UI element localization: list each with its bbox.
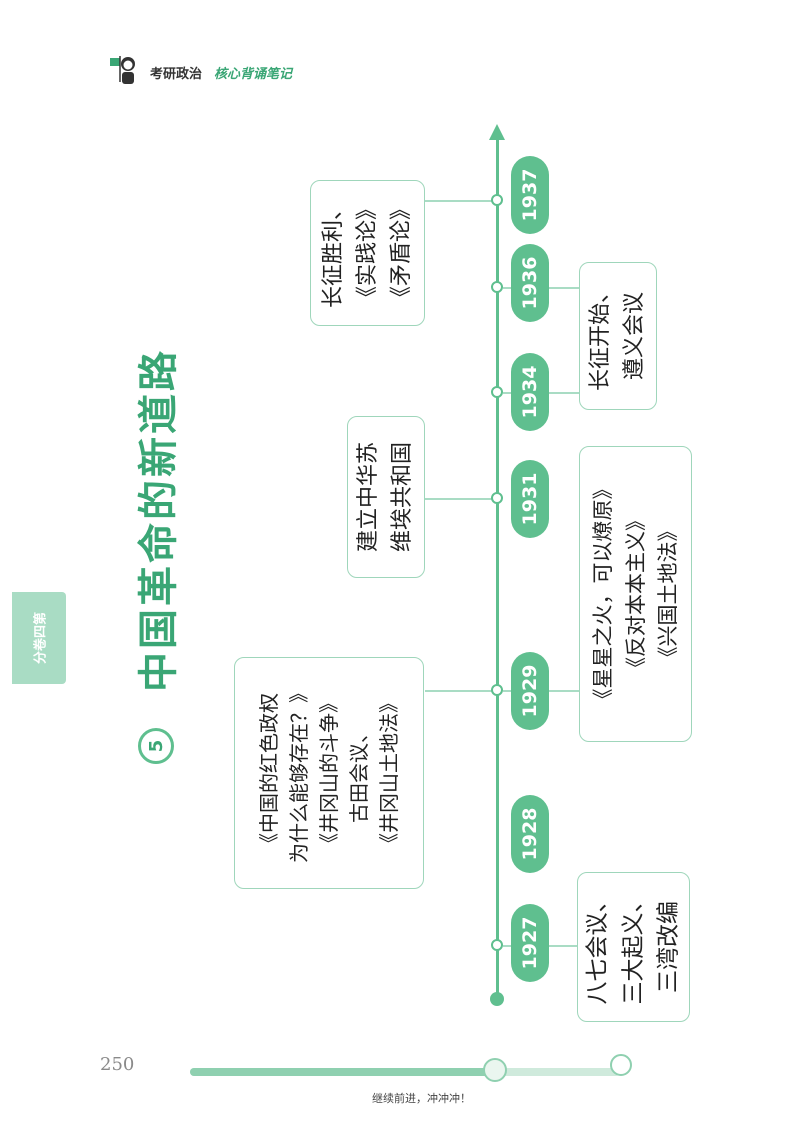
event-line: 《井冈山土地法》 (377, 693, 401, 853)
event-box-1936: 长征胜利、 《实践论》 《矛盾论》 (310, 180, 425, 326)
timeline-node (491, 492, 503, 504)
event-line: 长征开始、 (587, 280, 613, 392)
year-label: 1931 (519, 472, 541, 526)
year-pill-1931: 1931 (511, 460, 549, 538)
event-box-1929-right: 《星星之火，可以燎原》 《反对本本主义》 《兴国土地法》 (579, 446, 692, 742)
event-line: 古田会议、 (347, 723, 371, 823)
event-line: 为什么能够存在？》 (287, 683, 311, 863)
event-box-1934: 长征开始、 遵义会议 (579, 262, 657, 410)
year-label: 1934 (519, 365, 541, 419)
timeline-node (491, 281, 503, 293)
timeline-node (491, 194, 503, 206)
year-pill-1927: 1927 (511, 904, 549, 982)
section-title: 中国革命的新道路 (136, 348, 182, 692)
progress-fill (190, 1068, 496, 1076)
timeline-node (491, 684, 503, 696)
timeline-arrow-icon (489, 124, 505, 140)
connector (425, 498, 493, 500)
year-pill-1928: 1928 (511, 795, 549, 873)
year-pill-1936: 1936 (511, 244, 549, 322)
brand-name: 考研政治 (150, 67, 203, 82)
chapter-side-tab-label: 分卷四第 (33, 611, 49, 665)
event-box-1927: 八七会议、 三大起义、 三湾改编 (577, 872, 690, 1022)
event-line: 三大起义、 (619, 889, 646, 1005)
progress-end-icon (610, 1054, 632, 1076)
brand-subtitle: 核心背诵笔记 (214, 67, 293, 82)
year-label: 1928 (519, 807, 541, 861)
event-box-1928: 《中国的红色政权 为什么能够存在？》 《井冈山的斗争》 古田会议、 《井冈山土地… (234, 657, 424, 889)
event-line: 三湾改编 (655, 901, 682, 993)
timeline-node (491, 386, 503, 398)
footer-slogan: 继续前进，冲冲冲！ (372, 1092, 471, 1105)
event-line: 遵义会议 (622, 291, 647, 381)
year-label: 1927 (519, 916, 541, 970)
connector (425, 200, 493, 202)
mascot-icon (110, 56, 135, 84)
event-line: 建立中华苏 (355, 441, 381, 553)
event-line: 《矛盾论》 (388, 197, 414, 309)
page-number: 250 (100, 1054, 135, 1075)
year-pill-1934: 1934 (511, 353, 549, 431)
event-line: 长征胜利、 (320, 197, 346, 309)
timeline-axis (496, 138, 499, 998)
event-line: 《反对本本主义》 (623, 510, 648, 678)
event-line: 《星星之火，可以燎原》 (590, 478, 615, 710)
chapter-side-tab: 分卷四第 (12, 592, 66, 684)
section-number-badge: 5 (138, 728, 174, 764)
year-label: 1936 (519, 256, 541, 310)
event-line: 《井冈山的斗争》 (317, 693, 341, 853)
year-label: 1929 (519, 664, 541, 718)
progress-knob-icon (483, 1058, 508, 1082)
event-line: 《中国的红色政权 (257, 693, 281, 853)
year-pill-1929: 1929 (511, 652, 549, 730)
event-line: 《实践论》 (354, 197, 380, 309)
year-label: 1937 (519, 168, 541, 222)
timeline-start-dot (490, 992, 504, 1006)
event-line: 《兴国土地法》 (655, 520, 680, 668)
event-line: 维埃共和国 (390, 441, 415, 553)
connector (425, 690, 493, 692)
event-line: 八七会议、 (584, 889, 611, 1005)
timeline-node (491, 939, 503, 951)
year-pill-1937: 1937 (511, 156, 549, 234)
event-box-1931: 建立中华苏 维埃共和国 (347, 416, 425, 578)
